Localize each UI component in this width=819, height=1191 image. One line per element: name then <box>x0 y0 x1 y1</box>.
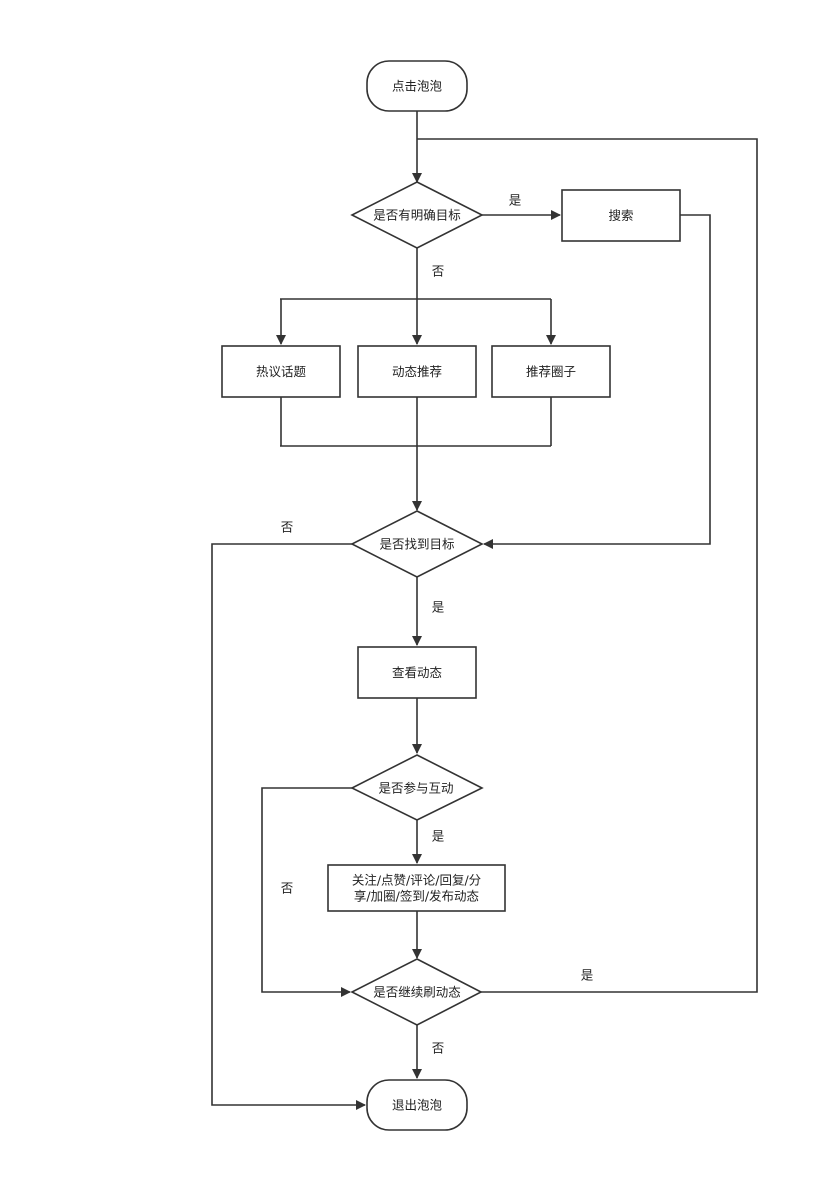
node-start: 点击泡泡 <box>366 60 468 112</box>
node-exit-label: 退出泡泡 <box>392 1098 443 1113</box>
edge-label-continue-no: 否 <box>432 1041 445 1056</box>
node-join-interaction-label: 是否参与互动 <box>378 781 453 796</box>
node-view-feed-label: 查看动态 <box>392 665 442 680</box>
edge-search-to-found-target <box>483 214 711 549</box>
node-join-interaction: 是否参与互动 <box>350 754 484 821</box>
node-keep-scrolling: 是否继续刷动态 <box>350 958 483 1026</box>
node-found-target-label: 是否找到目标 <box>379 537 454 552</box>
edge-label-found-yes: 是 <box>432 600 445 615</box>
node-exit: 退出泡泡 <box>366 1079 468 1131</box>
edge-label-has-target-yes: 是 <box>509 193 522 208</box>
node-feed-recommend: 动态推荐 <box>357 345 477 398</box>
edge-found-no-to-exit <box>211 543 366 1110</box>
edge-label-has-target-no: 否 <box>432 264 445 279</box>
edge-label-continue-yes: 是 <box>581 968 594 983</box>
node-view-feed: 查看动态 <box>357 646 477 699</box>
edge-join-no-to-keep-scrolling <box>261 787 352 997</box>
node-found-target: 是否找到目标 <box>350 510 484 578</box>
node-actions-label-line1: 关注/点赞/评论/回复/分 <box>352 873 481 888</box>
node-has-target: 是否有明确目标 <box>350 181 484 249</box>
node-hot-topics-label: 热议话题 <box>256 364 307 379</box>
node-start-label: 点击泡泡 <box>392 79 443 94</box>
node-circle-recommend-label: 推荐圈子 <box>526 364 576 379</box>
edge-label-interact-yes: 是 <box>432 829 445 844</box>
node-actions-label-line2: 享/加圈/签到/发布动态 <box>354 889 479 904</box>
node-circle-recommend: 推荐圈子 <box>491 345 611 398</box>
edge-label-interact-no: 否 <box>281 881 294 896</box>
edge-label-found-no: 否 <box>281 520 294 535</box>
node-search-label: 搜索 <box>608 208 633 223</box>
node-hot-topics: 热议话题 <box>221 345 341 398</box>
node-has-target-label: 是否有明确目标 <box>373 208 461 223</box>
node-actions: 关注/点赞/评论/回复/分 享/加圈/签到/发布动态 <box>327 864 506 912</box>
node-feed-recommend-label: 动态推荐 <box>392 364 442 379</box>
edge-continue-yes-loop <box>417 138 758 993</box>
node-search: 搜索 <box>561 189 681 242</box>
node-keep-scrolling-label: 是否继续刷动态 <box>373 985 461 1000</box>
